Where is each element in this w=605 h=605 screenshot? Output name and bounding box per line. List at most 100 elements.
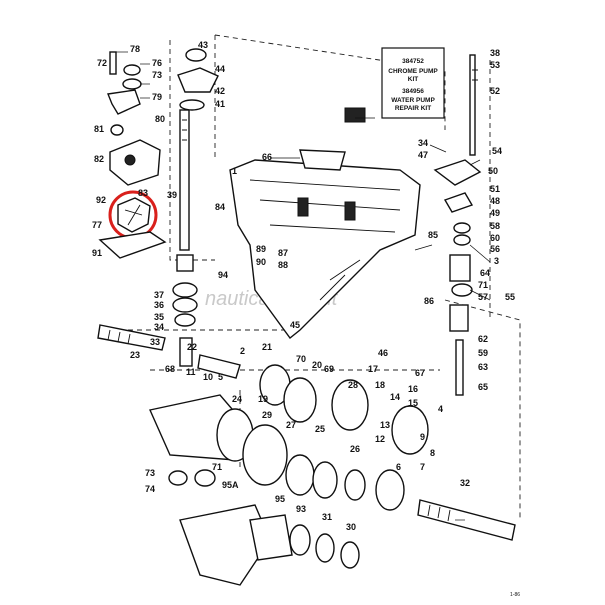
callout-93: 93 (296, 504, 306, 514)
callout-91: 91 (92, 248, 102, 258)
lower-unit-gears (149, 364, 516, 541)
top-bearing-housing (177, 48, 219, 111)
callout-85: 85 (428, 230, 438, 240)
callout-69: 69 (324, 364, 334, 374)
kit-box-line1: 384752 (402, 58, 424, 65)
callout-82: 82 (94, 154, 104, 164)
callout-83: 83 (138, 188, 148, 198)
leader-lines (116, 51, 491, 521)
callout-29: 29 (262, 410, 272, 420)
callout-19: 19 (258, 394, 268, 404)
callout-27: 27 (286, 420, 296, 430)
callout-42: 42 (215, 86, 225, 96)
callout-88: 88 (278, 260, 288, 270)
shift-rod-assembly (433, 54, 482, 396)
callout-14: 14 (390, 392, 400, 402)
callout-8: 8 (430, 448, 435, 458)
callout-84: 84 (215, 202, 225, 212)
callout-34b: 34 (418, 138, 428, 148)
callout-4: 4 (438, 404, 443, 414)
kit-box-line2: CHROME PUMP (388, 68, 438, 75)
callout-54: 54 (492, 146, 502, 156)
callout-70: 70 (296, 354, 306, 364)
kit-box-line4: 384956 (402, 88, 424, 95)
kit-box-line5: WATER PUMP (391, 97, 435, 104)
callout-74: 74 (145, 484, 155, 494)
callout-38: 38 (490, 48, 500, 58)
callout-33: 33 (150, 337, 160, 347)
callout-45: 45 (290, 320, 300, 330)
callout-55: 55 (505, 292, 515, 302)
callout-21: 21 (262, 342, 272, 352)
callout-80: 80 (155, 114, 165, 124)
callout-10: 10 (203, 372, 213, 382)
callout-81: 81 (94, 124, 104, 134)
callout-58: 58 (490, 221, 500, 231)
callout-53: 53 (490, 60, 500, 70)
callout-34: 34 (154, 322, 164, 332)
callout-59: 59 (478, 348, 488, 358)
callout-43: 43 (198, 40, 208, 50)
callout-13: 13 (380, 420, 390, 430)
callout-24: 24 (232, 394, 242, 404)
impeller (117, 197, 151, 233)
callout-11: 11 (186, 367, 196, 377)
callout-56: 56 (490, 244, 500, 254)
propeller (168, 469, 360, 586)
callout-57: 57 (478, 292, 488, 302)
callout-20: 20 (312, 360, 322, 370)
callout-labels: 78 72 76 73 79 81 80 82 83 92 77 91 43 4… (92, 40, 520, 598)
callout-52: 52 (490, 86, 500, 96)
callout-86: 86 (424, 296, 434, 306)
callout-32: 32 (460, 478, 470, 488)
callout-62: 62 (478, 334, 488, 344)
callout-87: 87 (278, 248, 288, 258)
callout-50: 50 (488, 166, 498, 176)
callout-90: 90 (256, 257, 266, 267)
callout-31: 31 (322, 512, 332, 522)
driveshaft (172, 109, 198, 327)
callout-47: 47 (418, 150, 428, 160)
callout-41: 41 (215, 99, 225, 109)
callout-66: 66 (262, 152, 272, 162)
callout-9: 9 (420, 432, 425, 442)
callout-77: 77 (92, 220, 102, 230)
callout-12: 12 (375, 434, 385, 444)
callout-60: 60 (490, 233, 500, 243)
callout-61: 71 (478, 280, 488, 290)
callout-64: 64 (480, 268, 490, 278)
callout-16: 16 (408, 384, 418, 394)
callout-95: 95 (275, 494, 285, 504)
callout-6: 6 (396, 462, 401, 472)
callout-3: 3 (494, 256, 499, 266)
callout-67: 67 (415, 368, 425, 378)
callout-39: 39 (167, 190, 177, 200)
callout-5: 5 (218, 372, 223, 382)
callout-73: 73 (152, 70, 162, 80)
callout-65: 65 (478, 382, 488, 392)
callout-37: 37 (154, 290, 164, 300)
callout-76: 76 (152, 58, 162, 68)
callout-79: 79 (152, 92, 162, 102)
assembly-guide-lines (110, 34, 521, 520)
pinion-and-prop-shaft (97, 324, 241, 379)
callout-28: 28 (348, 380, 358, 390)
callout-30: 30 (346, 522, 356, 532)
kit-box-line6: REPAIR KIT (395, 105, 431, 112)
callout-18: 18 (375, 380, 385, 390)
callout-51: 51 (490, 184, 500, 194)
callout-23: 23 (130, 350, 140, 360)
callout-73b: 73 (145, 468, 155, 478)
callout-1: 1 (232, 166, 237, 176)
callout-48: 48 (490, 196, 500, 206)
water-pump-assembly (98, 51, 167, 259)
callout-49: 49 (490, 208, 500, 218)
callout-94: 94 (218, 270, 228, 280)
callout-95a: 95A (222, 480, 239, 490)
kit-box-line3: KIT (408, 76, 419, 83)
callout-44: 44 (215, 64, 225, 74)
callout-36: 36 (154, 300, 164, 310)
callout-26: 26 (350, 444, 360, 454)
callout-17: 17 (368, 364, 378, 374)
